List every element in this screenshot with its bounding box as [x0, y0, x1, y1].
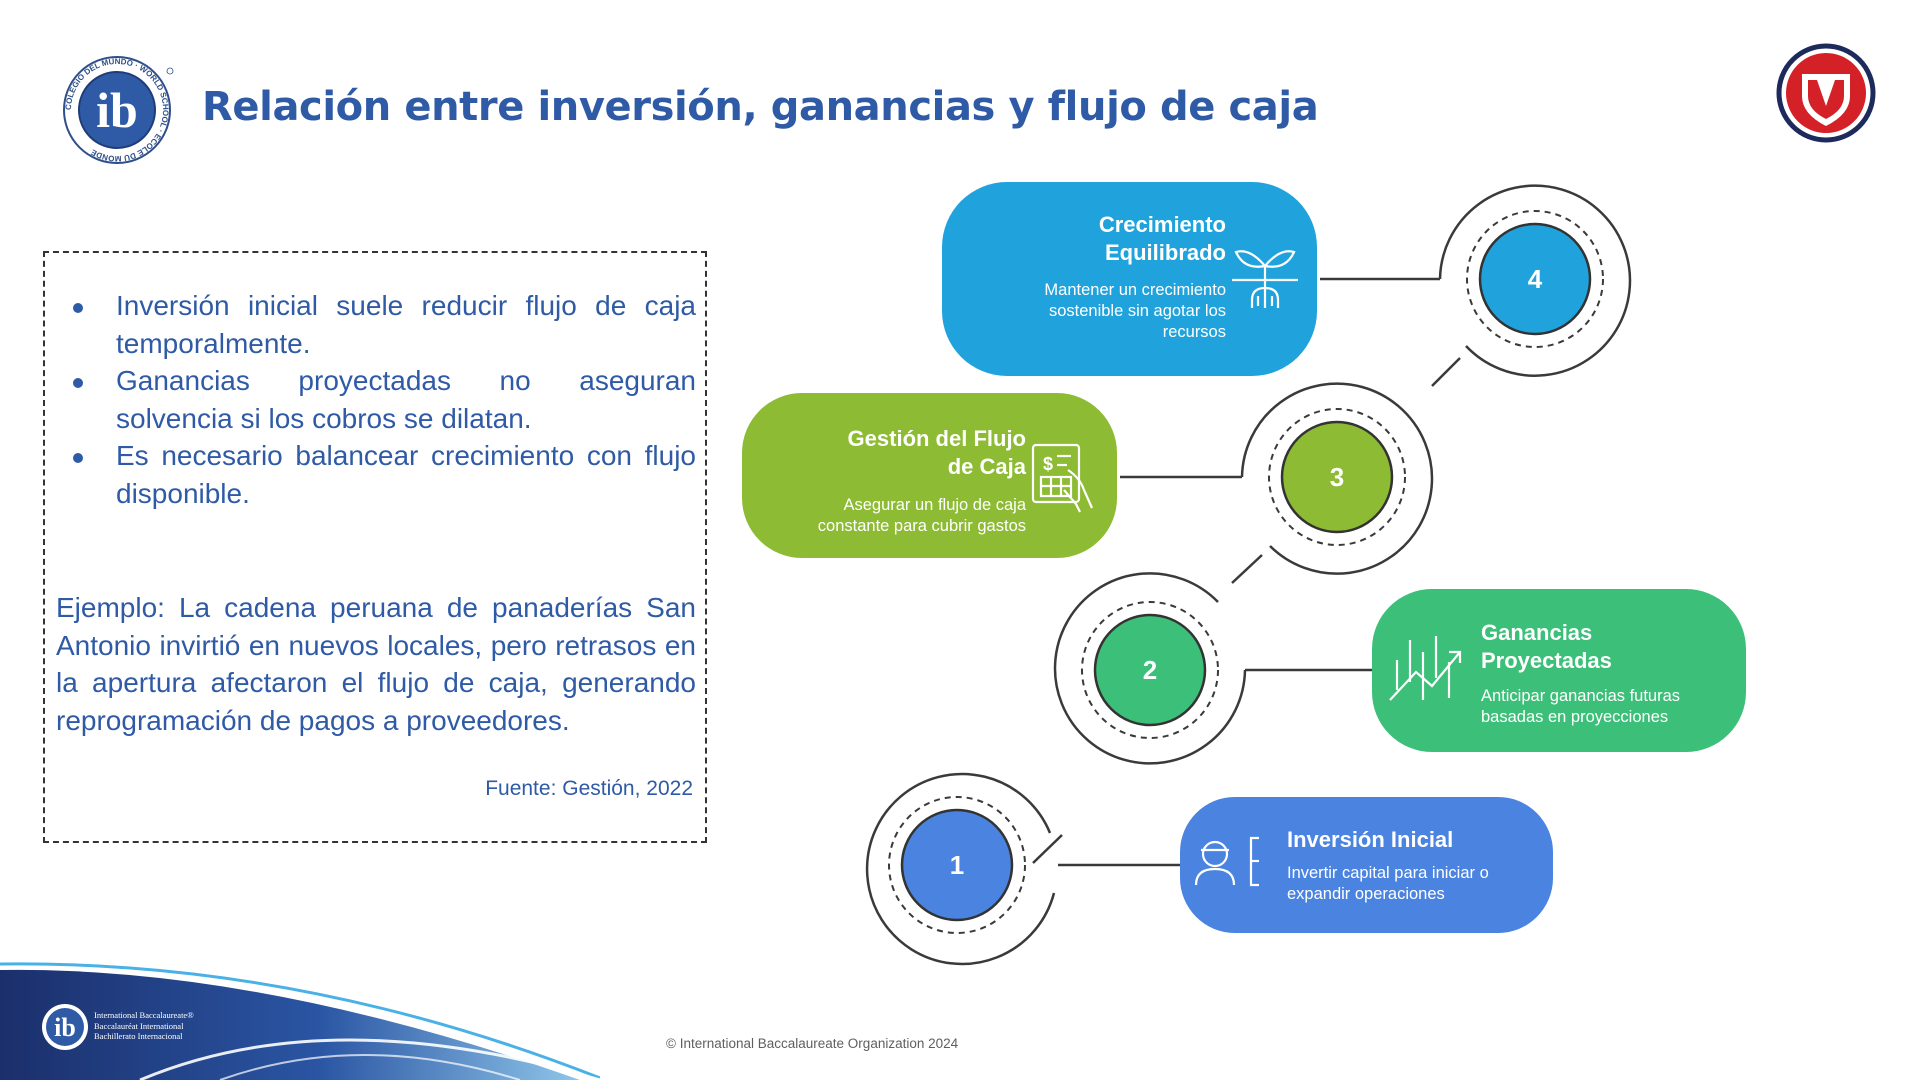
step-4: 4	[942, 182, 1632, 377]
step-2-description: Anticipar ganancias futuras basadas en p…	[1481, 687, 1681, 726]
step-2-title: Ganancias Proyectadas	[1481, 620, 1612, 673]
step-2-number: 2	[1143, 655, 1157, 685]
step-2-circle	[1093, 613, 1207, 727]
ib-world-school-seal: COLEGIO DEL MUNDO · WORLD SCHOOL · ÉCOLE…	[63, 56, 174, 164]
footer-ib-org-text: International Baccalaureate® Baccalauréa…	[94, 1010, 244, 1042]
step-2-dashed-ring	[1081, 601, 1219, 739]
step-3-number: 3	[1330, 462, 1344, 492]
cash-calculator-icon: $	[1031, 443, 1094, 513]
bullet-list: Inversión inicial suele reducir flujo de…	[70, 287, 696, 512]
step-4-circle	[1478, 222, 1592, 336]
footer-ib-line: International Baccalaureate®	[94, 1010, 194, 1020]
step-2-card	[1372, 589, 1746, 752]
connector-2-3	[1231, 554, 1263, 584]
bullet-item: Inversión inicial suele reducir flujo de…	[70, 287, 696, 362]
step-1-outer-arc	[865, 772, 1056, 966]
footer-wave-band	[0, 962, 600, 1080]
step-3-circle	[1280, 420, 1394, 534]
shield-icon	[1776, 43, 1876, 143]
connector-1-2	[1032, 834, 1063, 864]
worker-bracket-icon	[1194, 836, 1259, 887]
step-3-card-text: Gestión del Flujo de Caja Asegurar un fl…	[790, 425, 1026, 537]
bullet-item: Ganancias proyectadas no aseguran solven…	[70, 362, 696, 437]
step-2-outer-arc	[1053, 572, 1247, 765]
step-4-card	[942, 182, 1317, 376]
step-1-number: 1	[950, 850, 964, 880]
step-4-dashed-ring	[1466, 210, 1604, 348]
step-1-dashed-ring	[888, 796, 1026, 934]
step-1-card	[1180, 797, 1553, 933]
step-4-card-text: Crecimiento Equilibrado Mantener un crec…	[1006, 211, 1226, 343]
footer-ib-logo: ib	[42, 1004, 88, 1050]
footer-ib-line: Bachillerato Internacional	[94, 1031, 183, 1041]
step-3-title: Gestión del Flujo de Caja	[847, 426, 1026, 479]
step-4-description: Mantener un crecimiento sostenible sin a…	[1044, 281, 1226, 341]
step-4-outer-arc	[1438, 184, 1632, 377]
copyright-notice: © International Baccalaureate Organizati…	[666, 1036, 959, 1051]
step-3-outer-arc	[1240, 382, 1434, 575]
step-2: 2	[1053, 572, 1746, 765]
summary-textbox: Inversión inicial suele reducir flujo de…	[43, 251, 707, 843]
step-1-circle	[900, 808, 1014, 922]
step-3-description: Asegurar un flujo de caja constante para…	[817, 496, 1026, 535]
connector-lines	[1032, 277, 1461, 867]
step-1-description: Invertir capital para iniciar o expandir…	[1287, 864, 1489, 903]
step-3-card	[742, 393, 1117, 558]
footer-ib-letters: ib	[54, 1013, 76, 1042]
step-1: 1	[865, 772, 1553, 966]
example-paragraph: Ejemplo: La cadena peruana de panaderías…	[56, 592, 696, 736]
growth-chart-icon	[1389, 636, 1462, 701]
source-citation: Fuente: Gestión, 2022	[485, 777, 693, 800]
svg-text:$: $	[1043, 454, 1053, 474]
step-2-card-text: Ganancias Proyectadas Anticipar ganancia…	[1481, 619, 1721, 728]
footer-ib-line: Baccalauréat International	[94, 1020, 184, 1031]
step-1-title: Inversión Inicial	[1287, 827, 1454, 852]
bullet-item: Es necesario balancear crecimiento con f…	[70, 437, 696, 512]
step-3: 3 $	[742, 382, 1434, 575]
step-4-number: 4	[1528, 264, 1543, 294]
step-4-title: Crecimiento Equilibrado	[1098, 212, 1226, 265]
step-1-card-text: Inversión Inicial Invertir capital para …	[1287, 826, 1527, 905]
sprout-roots-icon	[1232, 250, 1298, 308]
page-title: Relación entre inversión, ganancias y fl…	[202, 84, 1319, 130]
seal-ib-letters: ib	[96, 82, 138, 138]
step-3-dashed-ring	[1268, 408, 1406, 546]
connector-3-4	[1431, 357, 1461, 387]
